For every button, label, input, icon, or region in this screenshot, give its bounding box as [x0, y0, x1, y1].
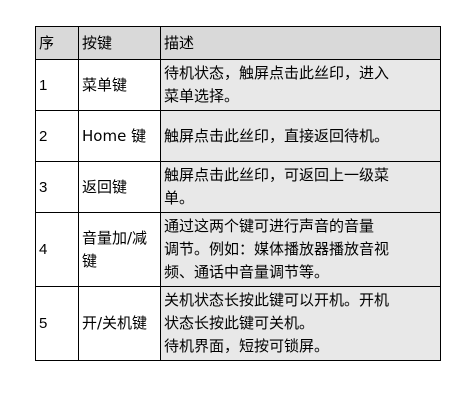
row-description: 通过这两个键可进行声音的音量 调节。例如：媒体播放器播放音视 频、通话中音量调节…: [160, 212, 441, 287]
row-index: 3: [35, 161, 79, 213]
table-row: 3 返回键 触屏点击此丝印，可返回上一级菜 单。: [35, 161, 441, 213]
row-description: 触屏点击此丝印，可返回上一级菜 单。: [160, 161, 441, 213]
row-index: 5: [35, 286, 79, 361]
row-key: 音量加/减 键: [78, 212, 161, 287]
row-key: Home 键: [78, 110, 161, 162]
table-header-row: 序 按键 描述: [35, 26, 441, 60]
table-row: 1 菜单键 待机状态，触屏点击此丝印，进入 菜单选择。: [35, 59, 441, 111]
row-description-line: 菜单选择。: [164, 87, 240, 105]
key-description-table: 序 按键 描述 1 菜单键 待机状态，触屏点击此丝印，进入 菜单选择。 2 Ho…: [35, 26, 441, 361]
row-key-line: 返回键: [82, 177, 128, 196]
row-description-line: 通过这两个键可进行声音的音量: [164, 217, 375, 235]
row-description-line: 调节。例如：媒体播放器播放音视: [164, 240, 390, 258]
row-description-line: 状态长按此键可关机。: [164, 314, 315, 332]
table-row: 5 开/关机键 关机状态长按此键可以开机。开机 状态长按此键可关机。 待机界面，…: [35, 286, 441, 361]
row-key-line: 开/关机键: [82, 314, 148, 332]
header-description: 描述: [160, 26, 441, 60]
row-description: 触屏点击此丝印，直接返回待机。: [160, 110, 441, 162]
row-index: 4: [35, 212, 79, 287]
row-description: 关机状态长按此键可以开机。开机 状态长按此键可关机。 待机界面，短按可锁屏。: [160, 286, 441, 361]
row-key: 开/关机键: [78, 286, 161, 361]
row-key-line: 音量加/减: [82, 228, 148, 247]
table-row: 2 Home 键 触屏点击此丝印，直接返回待机。: [35, 110, 441, 162]
row-index: 2: [35, 110, 79, 162]
row-description-line: 触屏点击此丝印，直接返回待机。: [164, 126, 390, 145]
row-index: 1: [35, 59, 79, 111]
row-key-line: Home 键: [82, 126, 147, 145]
table-row: 4 音量加/减 键 通过这两个键可进行声音的音量 调节。例如：媒体播放器播放音视…: [35, 212, 441, 287]
header-index: 序: [35, 26, 79, 60]
row-description-line: 单。: [164, 189, 195, 207]
row-description-line: 频、通话中音量调节等。: [164, 263, 330, 281]
row-description-line: 待机界面，短按可锁屏。: [164, 337, 330, 355]
row-description-line: 关机状态长按此键可以开机。开机: [164, 291, 390, 309]
row-description: 待机状态，触屏点击此丝印，进入 菜单选择。: [160, 59, 441, 111]
header-key: 按键: [78, 26, 161, 60]
row-key-line: 键: [82, 251, 98, 270]
row-key-line: 菜单键: [82, 75, 128, 94]
row-description-line: 待机状态，触屏点击此丝印，进入: [164, 64, 390, 82]
row-description-line: 触屏点击此丝印，可返回上一级菜: [164, 166, 390, 184]
row-key: 菜单键: [78, 59, 161, 111]
row-key: 返回键: [78, 161, 161, 213]
